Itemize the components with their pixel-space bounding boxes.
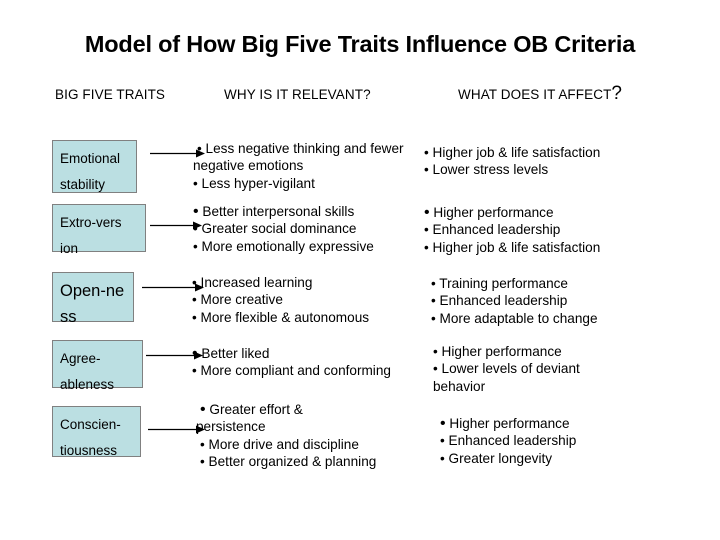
list-item: • Increased learning [192, 275, 313, 290]
right-arrow-icon [150, 149, 205, 158]
trait-box-emotional-stability[interactable]: Emotional stability [52, 140, 137, 193]
list-item: • Enhanced leadership [440, 433, 577, 449]
list-item: • Higher job & life satisfaction [424, 145, 601, 160]
affect-list-emotional-stability: • Higher job & life satisfaction • Lower… [424, 144, 674, 179]
affect-list-conscientiousness: • Higher performance • Enhanced leadersh… [440, 415, 690, 467]
list-item: • Training performance [431, 276, 568, 291]
list-item: • Less hyper-vigilant [193, 175, 315, 191]
page-title: Model of How Big Five Traits Influence O… [84, 31, 636, 57]
affect-list-extroversion: • Higher performance • Enhanced leadersh… [424, 204, 674, 256]
list-item: • Greater effort & persistence [196, 401, 303, 435]
list-item: • More compliant and conforming [192, 363, 391, 379]
column-header-affect: WHAT DOES IT AFFECT? [458, 84, 622, 103]
list-item: • Higher job & life satisfaction [424, 239, 601, 255]
list-item: • Higher performance [440, 415, 570, 432]
right-arrow-icon [150, 221, 202, 230]
trait-label-line2: tiousness [60, 443, 118, 458]
list-item: • Higher performance [433, 344, 562, 359]
trait-box-agreeableness[interactable]: Agree- ableness [52, 340, 143, 392]
list-item: • More adaptable to change [431, 310, 598, 326]
list-item: • More drive and discipline [200, 436, 359, 452]
list-item: • More flexible & autonomous [192, 309, 370, 325]
list-item: • More creative [192, 292, 283, 308]
trait-label-line1: Emotional [60, 151, 121, 166]
list-item: • More emotionally expressive [193, 238, 374, 254]
list-item: • Enhanced leadership [424, 222, 561, 238]
trait-label-line2: ableness [60, 377, 115, 392]
list-item: • Better liked [192, 345, 270, 362]
trait-label-line1: Conscien- [60, 417, 121, 432]
trait-label-line2: ion [60, 241, 79, 256]
trait-label-line1: Extro-vers [60, 215, 122, 230]
list-item: • Less negative thinking and fewer negat… [193, 141, 404, 174]
trait-label-line2: ss [60, 308, 77, 326]
trait-box-openness[interactable]: Open-ne ss [52, 272, 134, 326]
right-arrow-icon [148, 425, 205, 434]
column-header-relevant: WHY IS IT RELEVANT? [224, 87, 371, 102]
trait-box-extroversion[interactable]: Extro-vers ion [52, 204, 146, 256]
column-header-affect-question-mark: ? [611, 83, 623, 104]
list-item: • Better organized & planning [200, 454, 377, 470]
list-item: • Higher performance [424, 204, 554, 221]
list-item: • Greater longevity [440, 450, 553, 466]
right-arrow-icon [142, 283, 204, 292]
relevance-list-extroversion: • Better interpersonal skills • Greater … [193, 203, 418, 255]
relevance-list-conscientiousness: • Greater effort & persistence • More dr… [196, 401, 421, 471]
list-item: • Greater social dominance [193, 221, 357, 237]
list-item: • Better interpersonal skills [193, 203, 355, 220]
trait-label-line2: stability [60, 177, 106, 192]
trait-label-line1: Open-ne [60, 282, 125, 300]
right-arrow-icon [146, 351, 203, 360]
list-item: • Lower levels of deviant behavior [433, 361, 580, 394]
affect-list-agreeableness: • Higher performance • Lower levels of d… [433, 343, 683, 395]
relevance-list-openness: • Increased learning • More creative • M… [192, 274, 417, 326]
relevance-list-agreeableness: • Better liked • More compliant and conf… [192, 345, 417, 380]
trait-box-conscientiousness[interactable]: Conscien- tiousness [52, 406, 141, 458]
column-header-traits: BIG FIVE TRAITS [55, 87, 166, 102]
relevance-list-emotional-stability: • Less negative thinking and fewer negat… [193, 140, 418, 192]
list-item: • Enhanced leadership [431, 293, 568, 309]
affect-list-openness: • Training performance • Enhanced leader… [431, 275, 681, 327]
column-header-affect-text: WHAT DOES IT AFFECT [458, 87, 612, 102]
list-item: • Lower stress levels [424, 162, 549, 178]
trait-label-line1: Agree- [60, 351, 101, 366]
